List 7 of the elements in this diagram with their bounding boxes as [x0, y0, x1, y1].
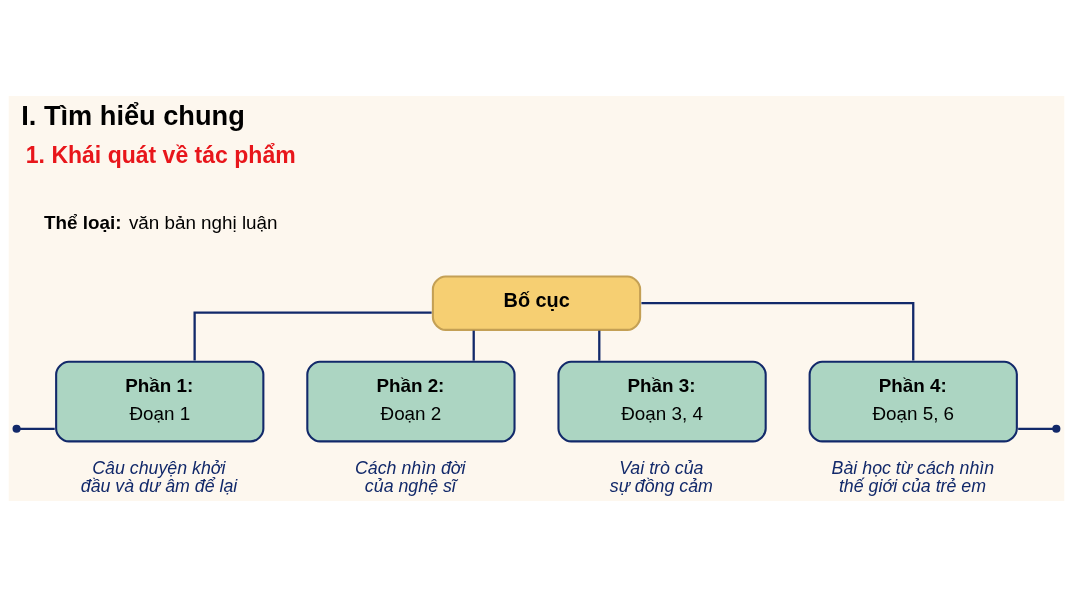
diagram-title: I. Tìm hiểu chung	[21, 100, 245, 132]
label: Thể loại: văn bản nghị luận	[44, 212, 278, 234]
node-label: Vai trò của sự đồng cảm	[609, 458, 713, 497]
node-label: Câu chuyện khởi đầu và dư âm để lại	[80, 458, 238, 497]
node-label: Bài học từ cách nhìn thế giới của trẻ em	[831, 458, 995, 497]
node-label: Cách nhìn đời của nghệ sĩ	[354, 458, 466, 497]
label: 1. Khái quát về tác phẩm	[25, 141, 296, 168]
